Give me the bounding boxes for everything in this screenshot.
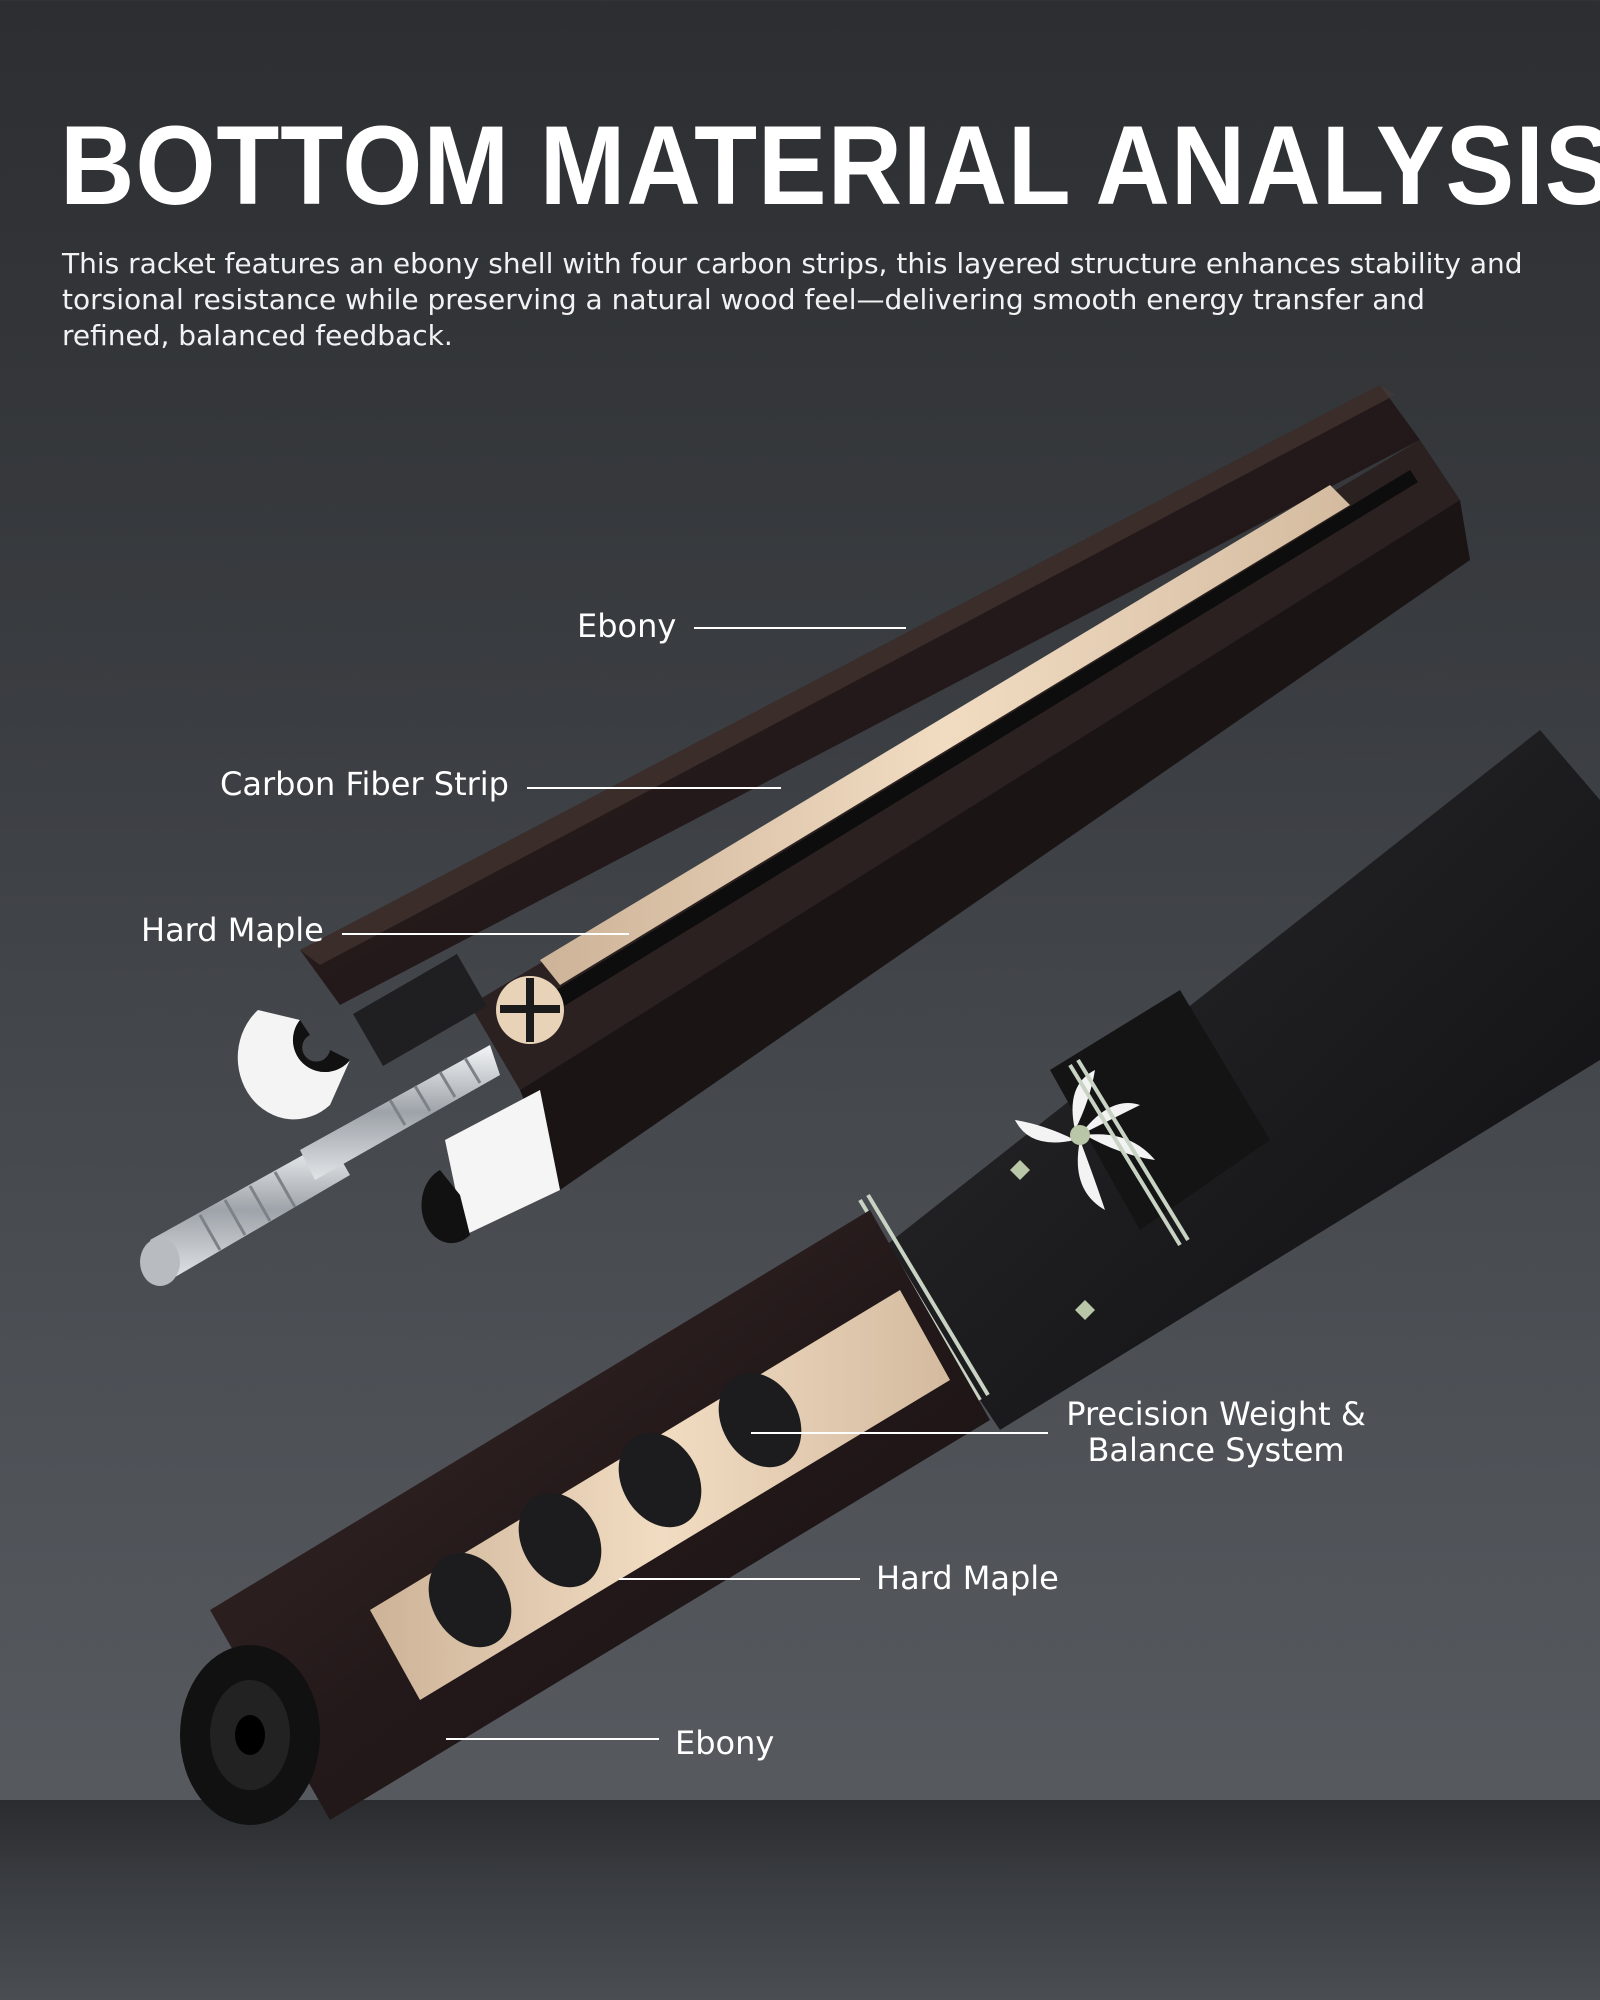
callout-weight-line1: Precision Weight & bbox=[1066, 1395, 1366, 1433]
leader-lower-maple bbox=[619, 1578, 860, 1580]
leader-upper-maple bbox=[342, 933, 629, 935]
abalone-center bbox=[1070, 1125, 1090, 1145]
lower-butt bbox=[180, 730, 1600, 1825]
leader-lower-ebony bbox=[446, 1738, 659, 1740]
leader-upper-ebony bbox=[694, 627, 906, 629]
weight-bolts bbox=[428, 1372, 802, 1648]
callout-lower-maple: Hard Maple bbox=[876, 1559, 1059, 1597]
callout-upper-ebony: Ebony bbox=[577, 607, 677, 645]
upper-shaft bbox=[300, 385, 1470, 1190]
page-description: This racket features an ebony shell with… bbox=[62, 247, 1523, 352]
lower-ferrule-cap bbox=[421, 1090, 560, 1244]
upper-ferrule-cap bbox=[237, 1010, 350, 1120]
floor-shadow bbox=[0, 1800, 1600, 2000]
callout-weight-line2: Balance System bbox=[1087, 1431, 1345, 1469]
page-title: BOTTOM MATERIAL ANALYSIS bbox=[60, 103, 1600, 228]
inlay-collar bbox=[1050, 990, 1270, 1230]
carbon-fiber-strip bbox=[515, 470, 1418, 1030]
leader-upper-carbon bbox=[527, 787, 781, 789]
callout-weight-system: Precision Weight & Balance System bbox=[1051, 1396, 1381, 1468]
maple-core bbox=[540, 485, 1350, 985]
callout-upper-maple: Hard Maple bbox=[141, 911, 324, 949]
joint-pin bbox=[140, 1045, 500, 1286]
leader-weight-system bbox=[751, 1432, 1048, 1434]
callout-lower-ebony: Ebony bbox=[675, 1724, 775, 1762]
callout-upper-carbon: Carbon Fiber Strip bbox=[220, 765, 509, 803]
